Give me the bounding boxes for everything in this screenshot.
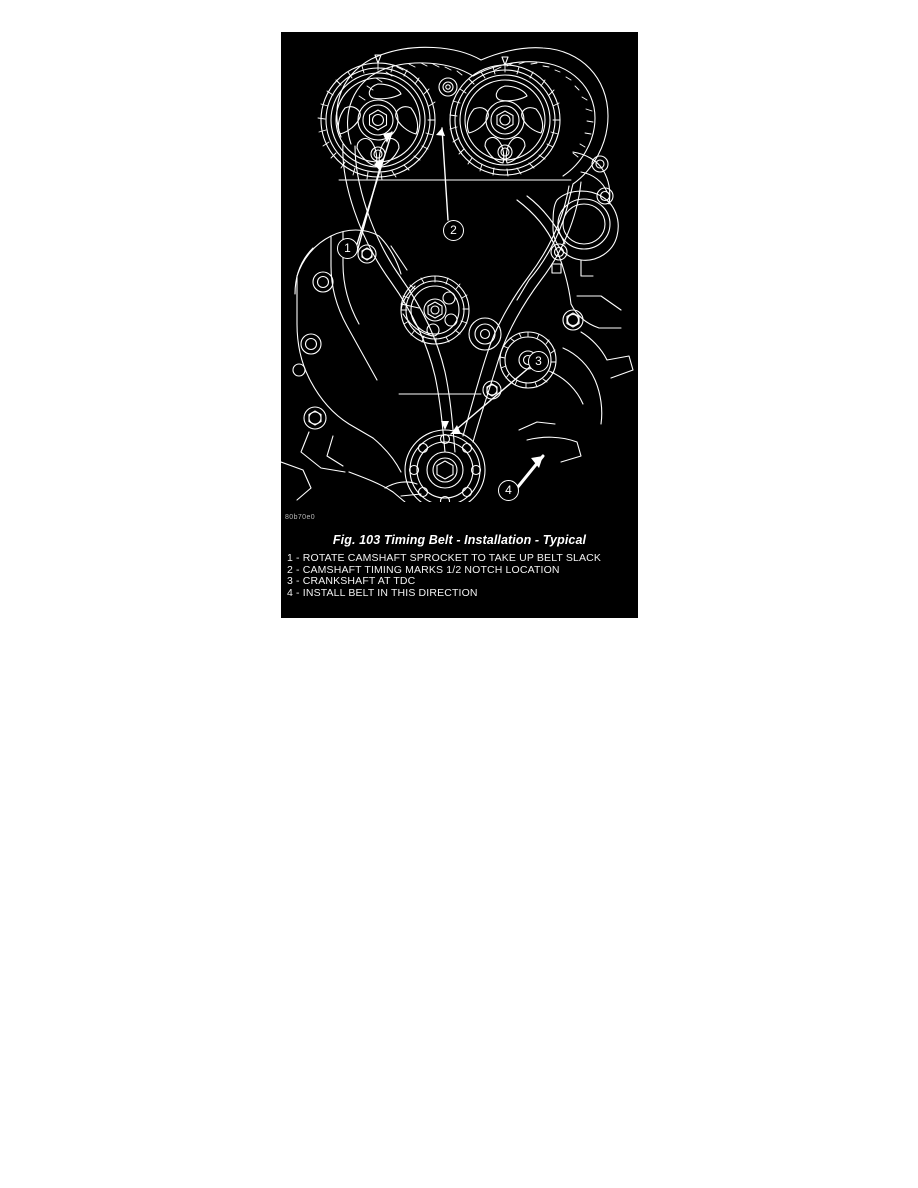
figure-legend: 1 - ROTATE CAMSHAFT SPROCKET TO TAKE UP … [287, 552, 635, 600]
callout-2: 2 [443, 220, 464, 241]
legend-item-4: 4 - INSTALL BELT IN THIS DIRECTION [287, 587, 478, 600]
figure-panel: 1 2 3 4 80b70e0 Fig. 103 Timing Belt - I… [281, 32, 638, 618]
legend-item-2: 2 - CAMSHAFT TIMING MARKS 1/2 NOTCH LOCA… [287, 563, 560, 576]
legend-item-3: 3 - CRANKSHAFT AT TDC [287, 575, 416, 588]
figure-image-id: 80b70e0 [285, 514, 316, 521]
figure-title: Fig. 103 Timing Belt - Installation - Ty… [332, 533, 587, 547]
timing-belt-illustration: 1 2 3 4 [281, 32, 638, 502]
callout-4: 4 [498, 480, 519, 501]
callout-1: 1 [337, 238, 358, 259]
legend-item-1: 1 - ROTATE CAMSHAFT SPROCKET TO TAKE UP … [287, 552, 602, 564]
callout-3: 3 [528, 351, 549, 372]
